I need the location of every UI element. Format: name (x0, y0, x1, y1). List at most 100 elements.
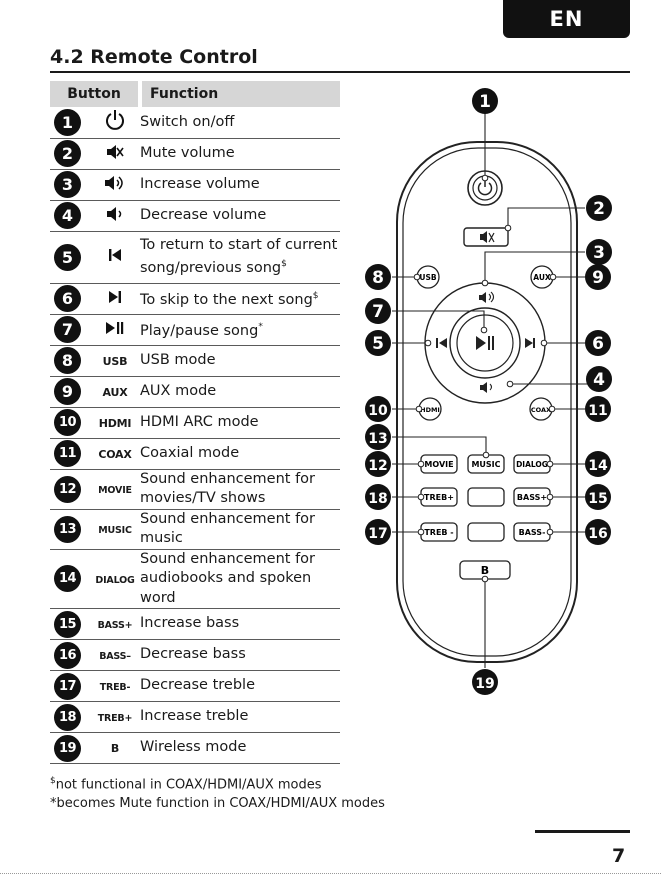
number-badge: 10 (54, 409, 81, 436)
row-function-cell: USB mode (140, 345, 340, 377)
callout-12: 12 (365, 451, 391, 477)
power-icon (477, 182, 493, 196)
remote-mute-button (463, 227, 509, 247)
row-function-cell: Mute volume (140, 138, 340, 170)
function-text: Sound enhancement for music (140, 510, 316, 547)
number-badge: 4 (54, 202, 81, 229)
number-badge: 17 (54, 672, 81, 700)
footnote-star: *becomes Mute function in COAX/HDMI/AUX … (50, 796, 385, 811)
volume-up-icon (479, 292, 486, 303)
row-symbol-cell: MOVIE (90, 469, 140, 510)
remote-blank-button-2 (467, 522, 505, 542)
number-badge: 7 (54, 316, 81, 343)
title-rule (50, 71, 630, 73)
row-number-cell: 4 (50, 200, 90, 232)
callout-number: 18 (368, 491, 387, 507)
function-footnote-mark: * (258, 321, 263, 332)
callout-number: 16 (588, 526, 607, 542)
number-badge: 13 (54, 515, 81, 543)
play-pause-icon (105, 321, 125, 339)
remote-bassplus-button: BASS+ (513, 487, 551, 507)
header-button: Button (50, 81, 142, 107)
row-symbol-cell (90, 107, 140, 139)
remote-trebminus-label: TREB - (424, 528, 453, 537)
header-function: Function (140, 81, 340, 107)
button-symbol-label: COAX (98, 447, 132, 461)
callout-number: 13 (368, 431, 387, 447)
button-symbol-label: TREB+ (97, 713, 133, 724)
remote-movie-label: MOVIE (424, 460, 453, 469)
remote-movie-button: MOVIE (420, 454, 458, 474)
row-function-cell: Sound enhancement for audiobooks and spo… (140, 549, 340, 609)
row-function-cell: HDMI ARC mode (140, 407, 340, 439)
callout-15: 15 (585, 484, 611, 510)
function-text: Decrease bass (140, 646, 246, 663)
row-symbol-cell: MUSIC (90, 509, 140, 550)
footnote-dollar-mark: $ (50, 776, 56, 786)
number-badge: 3 (54, 171, 81, 198)
remote-bassminus-label: BASS- (519, 528, 546, 537)
page-rule (535, 830, 630, 833)
button-symbol-label: TREB- (99, 682, 131, 693)
function-text: Wireless mode (140, 739, 247, 756)
function-text: Sound enhancement for movies/TV shows (140, 470, 316, 507)
row-function-cell: Decrease bass (140, 639, 340, 671)
row-function-cell: Wireless mode (140, 732, 340, 764)
callout-6: 6 (585, 330, 611, 356)
function-footnote-mark: $ (281, 259, 287, 270)
volume-up-icon (104, 175, 126, 195)
remote-dialog-label: DIALOG (516, 460, 548, 469)
button-symbol-label: USB (102, 354, 128, 368)
row-function-cell: Increase bass (140, 608, 340, 640)
callout-number: 19 (475, 676, 494, 692)
callout-number: 17 (368, 526, 387, 542)
function-text: Decrease volume (140, 206, 267, 223)
remote-aux-label: AUX (533, 273, 551, 282)
row-number-cell: 13 (50, 509, 90, 550)
row-symbol-cell: AUX (90, 376, 140, 408)
function-text: Decrease treble (140, 677, 255, 694)
callout-2: 2 (586, 195, 612, 221)
row-number-cell: 18 (50, 701, 90, 733)
row-symbol-cell (90, 169, 140, 201)
play-pause-icon (476, 336, 494, 350)
number-badge: 1 (54, 108, 81, 136)
row-symbol-cell (90, 200, 140, 232)
function-text: HDMI ARC mode (140, 413, 259, 430)
row-function-cell: Sound enhancement for music (140, 509, 340, 550)
callout-11: 11 (585, 396, 611, 422)
row-number-cell: 14 (50, 549, 90, 609)
callout-17: 17 (365, 519, 391, 545)
page-number: 7 (612, 845, 626, 867)
row-symbol-cell: HDMI (90, 407, 140, 439)
function-text: To skip to the next song (140, 291, 313, 308)
function-text: To return to start of current song/previ… (140, 236, 338, 276)
number-badge: 9 (54, 378, 81, 405)
row-function-cell: Increase treble (140, 701, 340, 733)
row-number-cell: 15 (50, 608, 90, 640)
row-symbol-cell: TREB- (90, 670, 140, 702)
table-header: Button Function (50, 81, 340, 107)
button-symbol-label: MOVIE (98, 485, 132, 496)
remote-bassplus-label: BASS+ (517, 493, 547, 502)
remote-body (396, 141, 578, 663)
row-number-cell: 3 (50, 169, 90, 201)
row-number-cell: 16 (50, 639, 90, 671)
bottom-dotted-line (0, 873, 661, 874)
row-function-cell: Sound enhancement for movies/TV shows (140, 469, 340, 510)
callout-13: 13 (365, 424, 391, 450)
number-badge: 19 (54, 734, 81, 762)
callout-number: 4 (593, 370, 605, 390)
callout-7: 7 (365, 298, 391, 324)
previous-track-icon (436, 338, 447, 348)
language-tab: EN (503, 0, 630, 38)
footnote-star-mark: * (50, 796, 57, 811)
remote-trebplus-button: TREB+ (420, 487, 458, 507)
table-row: 4 Decrease volume (50, 200, 340, 232)
callout-number: 7 (372, 302, 384, 322)
